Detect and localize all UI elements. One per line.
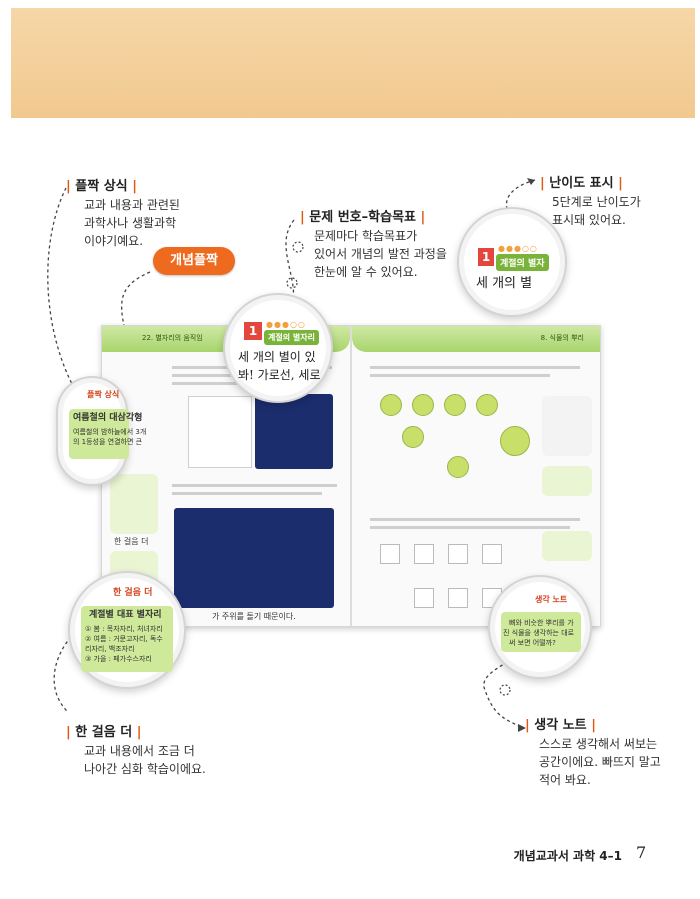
lens-problem-number-zoom: 1 ●●●○○ 계절의 별자리 세 개의 별이 있 봐! 가로선, 세로 bbox=[230, 300, 326, 396]
callout-one-step-more: | 한 걸음 더 | 교과 내용에서 조금 더 나아간 심화 학습이에요. bbox=[66, 725, 206, 776]
lens-number-line2: 봐! 가로선, 세로 bbox=[238, 368, 321, 382]
callout-thinking-line: 공간이에요. 빠뜨지 말고 bbox=[539, 755, 661, 769]
callout-difficulty: | 난이도 표시 | 5단계로 난이도가 표시돼 있어요. bbox=[540, 176, 641, 227]
plant-thumb bbox=[402, 426, 424, 448]
lens-pulljjak-box-title: 여름철의 대삼각형 bbox=[73, 413, 143, 423]
lens-thinking-zoom: 생각 노트 뼈와 비슷한 뿌리를 가 진 식물을 생각하는 대로 써 보면 어떨… bbox=[495, 582, 585, 672]
callout-thinking-note: | 생각 노트 | 스스로 생각해서 써보는 공간이에요. 빠뜨지 말고 적어 … bbox=[525, 718, 661, 787]
plant-photo bbox=[482, 544, 502, 564]
plant-thumb bbox=[444, 394, 466, 416]
lens-number-badge: 1 bbox=[244, 322, 262, 340]
text-line bbox=[370, 366, 580, 369]
callout-thinking-title: 생각 노트 bbox=[534, 718, 587, 733]
callout-difficulty-line: 표시돼 있어요. bbox=[552, 213, 626, 227]
callout-difficulty-line: 5단계로 난이도가 bbox=[552, 195, 641, 209]
callout-onestep-line: 나아간 심화 학습이에요. bbox=[84, 762, 206, 776]
callout-number-line: 한눈에 알 수 있어요. bbox=[314, 265, 418, 279]
lens-difficulty-badge: 1 bbox=[478, 248, 494, 266]
page-number: 7 bbox=[636, 843, 647, 862]
lens-difficulty-zoom: 1 ●●●○○ 계절의 별자 세 개의 별 bbox=[464, 214, 560, 310]
difficulty-dots: ●●●○○ bbox=[498, 244, 538, 253]
plant-thumb bbox=[412, 394, 434, 416]
side-note-box bbox=[542, 466, 592, 496]
lens-onestep-box bbox=[81, 606, 173, 672]
footer-book-title: 개념교과서 과학 4–1 bbox=[513, 849, 622, 863]
lens-pulljjak-badge: 플짝 상식 bbox=[87, 390, 120, 399]
lens-number-line1: 세 개의 별이 있 bbox=[238, 350, 316, 364]
lens-onestep-box-line: ③ 가을 : 페가수스자리 bbox=[85, 655, 152, 663]
text-line bbox=[172, 492, 322, 495]
plant-photo bbox=[414, 588, 434, 608]
lens-onestep-box-line: ① 봄 : 목자자리, 처녀자리 bbox=[85, 625, 163, 633]
side-note-box bbox=[542, 531, 592, 561]
left-header-text: 22. 별자리의 움직임 bbox=[142, 334, 203, 342]
lens-pulljjak-zoom: 플짝 상식 여름철의 대삼각형 여름철의 밤하늘에서 3개 의 1등성을 연결하… bbox=[63, 383, 146, 479]
night-sky-image bbox=[174, 508, 334, 608]
book-spread-preview: 22. 별자리의 움직임 8. 식물의 뿌리 가 주위를 돌기 때문이다. 한 … bbox=[101, 325, 601, 627]
right-page-header: 8. 식물의 뿌리 bbox=[352, 326, 600, 352]
text-line bbox=[370, 526, 570, 529]
callout-onestep-line: 교과 내용에서 조금 더 bbox=[84, 744, 195, 758]
plant-thumb bbox=[500, 426, 530, 456]
callout-pulljjak-title: 플짝 상식 bbox=[75, 179, 128, 194]
callout-number-title: 문제 번호–학습목표 bbox=[309, 210, 416, 225]
lens-onestep-box-line: 리자리, 백조자리 bbox=[85, 645, 135, 653]
difficulty-dots: ●●●○○ bbox=[266, 320, 306, 329]
lens-thinking-box-line: 뼈와 비슷한 뿌리를 가 bbox=[509, 619, 574, 627]
callout-pulljjak-line: 과학사나 생활과학 bbox=[84, 216, 177, 230]
top-color-band bbox=[11, 8, 695, 118]
side-note-box bbox=[542, 396, 592, 456]
callout-onestep-title: 한 걸음 더 bbox=[75, 725, 133, 740]
callout-number-line: 있어서 개념의 발전 과정을 bbox=[314, 247, 447, 261]
callout-pulljjak-line: 교과 내용과 관련된 bbox=[84, 198, 180, 212]
lens-onestep-zoom: 한 걸음 더 계절별 대표 별자리 ① 봄 : 목자자리, 처녀자리 ② 여름 … bbox=[75, 578, 179, 682]
text-line bbox=[172, 484, 337, 487]
text-line bbox=[370, 374, 550, 377]
plant-thumb bbox=[380, 394, 402, 416]
callout-pulljjak-line: 이야기예요. bbox=[84, 234, 144, 248]
callout-problem-number: | 문제 번호–학습목표 | 문제마다 학습목표가 있어서 개념의 발전 과정을… bbox=[300, 210, 447, 279]
side-note-box bbox=[110, 474, 158, 534]
plant-thumb bbox=[447, 456, 469, 478]
lens-pulljjak-box-line: 여름철의 밤하늘에서 3개 bbox=[73, 428, 147, 436]
lens-pulljjak-box bbox=[69, 409, 129, 459]
concept-pulljjak-pill: 개념플짝 bbox=[153, 247, 235, 275]
text-line bbox=[370, 518, 580, 521]
lens-onestep-box-title: 계절별 대표 별자리 bbox=[89, 610, 162, 620]
lens-pulljjak-box-line: 의 1등성을 연결하면 큰 bbox=[73, 438, 143, 446]
plant-thumb bbox=[476, 394, 498, 416]
callout-thinking-line: 스스로 생각해서 써보는 bbox=[539, 737, 658, 751]
mini-label-onestep: 한 걸음 더 bbox=[114, 537, 149, 546]
letter-grid bbox=[188, 396, 252, 468]
constellation-image bbox=[255, 394, 333, 469]
lens-onestep-badge: 한 걸음 더 bbox=[113, 588, 153, 598]
plant-photo bbox=[414, 544, 434, 564]
left-caption: 가 주위를 돌기 때문이다. bbox=[212, 612, 296, 621]
plant-photo bbox=[380, 544, 400, 564]
plant-photo bbox=[448, 544, 468, 564]
text-line bbox=[172, 382, 292, 385]
callout-difficulty-title: 난이도 표시 bbox=[549, 176, 614, 191]
lens-difficulty-line: 세 개의 별 bbox=[476, 276, 533, 291]
lens-thinking-box-line: 진 식물을 생각하는 대로 bbox=[503, 629, 575, 637]
callout-thinking-line: 적어 봐요. bbox=[539, 773, 591, 787]
lens-difficulty-tab: 계절의 별자 bbox=[496, 254, 549, 271]
lens-thinking-box bbox=[501, 612, 581, 652]
callout-pulljjak: | 플짝 상식 | 교과 내용과 관련된 과학사나 생활과학 이야기예요. bbox=[66, 179, 180, 248]
callout-number-line: 문제마다 학습목표가 bbox=[314, 229, 418, 243]
lens-number-tab: 계절의 별자리 bbox=[264, 330, 319, 345]
plant-photo bbox=[482, 588, 502, 608]
lens-onestep-box-line: ② 여름 : 거문고자리, 독수 bbox=[85, 635, 163, 643]
plant-photo bbox=[448, 588, 468, 608]
right-header-text: 8. 식물의 뿌리 bbox=[540, 334, 584, 342]
book-gutter bbox=[350, 326, 352, 626]
lens-thinking-box-line: 써 보면 어떨까? bbox=[509, 639, 556, 647]
lens-thinking-badge: 생각 노트 bbox=[535, 595, 568, 604]
